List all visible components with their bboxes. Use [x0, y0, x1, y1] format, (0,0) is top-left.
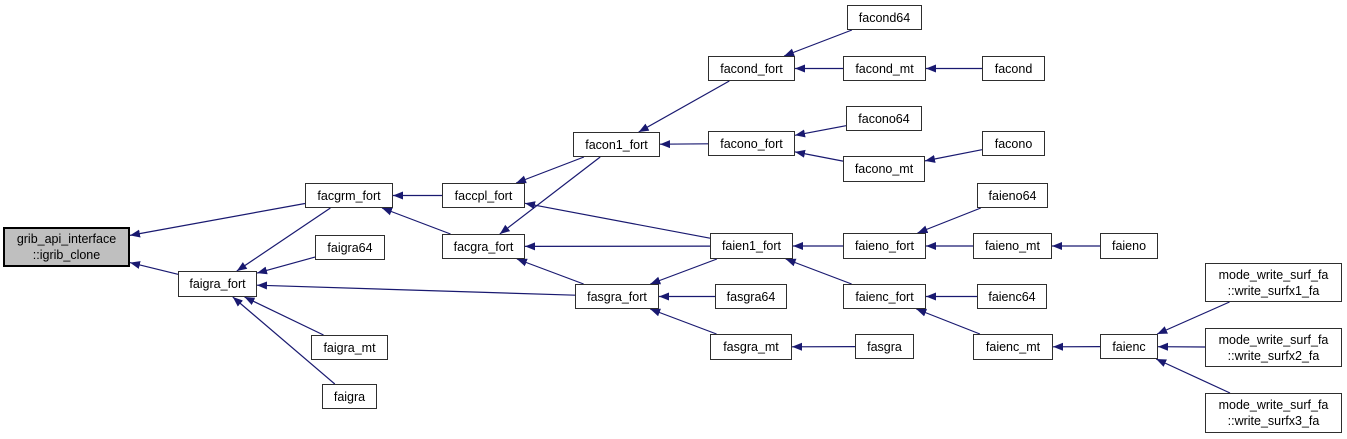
edges-group — [129, 29, 1231, 394]
graph-edge-faienc_fort-to-faien1_fort — [785, 258, 852, 285]
graph-edge-fasgra_mt-to-fasgra_fort — [649, 308, 717, 335]
graph-node-label: fasgra_mt — [723, 340, 779, 354]
graph-node-label: ::write_surfx3_fa — [1227, 414, 1320, 428]
graph-node-label: facond_fort — [720, 61, 783, 76]
graph-node-label: facgrm_fort — [317, 188, 381, 203]
graph-node-facono_fort[interactable]: facono_fort — [708, 131, 795, 156]
graph-node-faigra64[interactable]: faigra64 — [315, 235, 385, 260]
graph-node-label: facgra_fort — [453, 239, 514, 254]
graph-node-label: facond_mt — [855, 61, 914, 76]
graph-node-label: faigra_fort — [189, 277, 246, 291]
graph-node-label: facono_mt — [854, 162, 914, 176]
graph-edge-write_surfx3_fa-to-faienc — [1155, 358, 1231, 394]
graph-node-faieno_mt[interactable]: faieno_mt — [973, 233, 1052, 259]
graph-node-faienc[interactable]: faienc — [1100, 334, 1158, 359]
graph-edge-faigra_mt-to-faigra_fort — [244, 296, 324, 336]
graph-node-label: ::write_surfx2_fa — [1227, 348, 1320, 363]
graph-node-label: faieno64 — [988, 188, 1037, 203]
graph-node-label: mode_write_surf_fa — [1218, 332, 1329, 347]
graph-edge-facon1_fort-to-faccpl_fort — [515, 156, 585, 184]
graph-node-facgra_fort[interactable]: facgra_fort — [442, 234, 525, 259]
graph-node-label: faienc — [1112, 339, 1146, 354]
graph-edge-facond64-to-facond_fort — [783, 29, 853, 57]
graph-edge-write_surfx1_fa-to-faienc — [1156, 301, 1230, 335]
graph-node-faienc_mt[interactable]: faienc_mt — [973, 334, 1053, 360]
graph-node-label: faieno_fort — [854, 239, 915, 253]
graph-node-label: fasgra64 — [726, 289, 776, 304]
graph-node-write_surfx3_fa[interactable]: mode_write_surf_fa::write_surfx3_fa — [1205, 393, 1342, 433]
graph-node-facono64[interactable]: facono64 — [846, 106, 922, 131]
graph-node-facono[interactable]: facono — [982, 131, 1045, 156]
graph-node-facond_fort[interactable]: facond_fort — [708, 56, 795, 81]
graph-edge-faien1_fort-to-fasgra_fort — [650, 258, 718, 285]
graph-node-label: ::write_surfx1_fa — [1227, 283, 1320, 298]
graph-node-fasgra_fort[interactable]: fasgra_fort — [575, 284, 659, 309]
graph-edge-facono-to-facono_mt — [924, 149, 983, 163]
graph-edge-facon1_fort-to-facgra_fort — [499, 156, 601, 235]
graph-node-label: ::igrib_clone — [32, 248, 101, 262]
graph-node-label: grib_api_interface — [16, 232, 117, 246]
graph-node-facono_mt[interactable]: facono_mt — [843, 156, 925, 182]
graph-node-fasgra64[interactable]: fasgra64 — [715, 284, 787, 309]
graph-node-faien1_fort[interactable]: faien1_fort — [710, 233, 793, 259]
graph-node-faieno[interactable]: faieno — [1100, 233, 1158, 259]
graph-node-label: facono — [994, 136, 1033, 151]
graph-node-facon1_fort[interactable]: facon1_fort — [573, 132, 660, 157]
graph-node-fasgra_mt[interactable]: fasgra_mt — [710, 334, 792, 360]
graph-node-write_surfx2_fa[interactable]: mode_write_surf_fa::write_surfx2_fa — [1205, 328, 1342, 367]
graph-node-label: facond64 — [858, 10, 911, 25]
graph-edge-faien1_fort-to-faccpl_fort — [524, 201, 711, 239]
graph-node-facond_mt[interactable]: facond_mt — [843, 56, 926, 81]
graph-node-faccpl_fort[interactable]: faccpl_fort — [442, 183, 525, 208]
graph-node-facond64[interactable]: facond64 — [847, 5, 922, 30]
graph-edge-faigra_fort-to-igrib_clone — [129, 261, 179, 275]
graph-node-label: facono_fort — [720, 136, 783, 151]
graph-node-label: faienc_fort — [855, 289, 914, 304]
graph-edge-facond_fort-to-facon1_fort — [638, 80, 730, 133]
graph-node-label: faienc_mt — [985, 340, 1041, 354]
graph-node-label: mode_write_surf_fa — [1218, 267, 1329, 282]
graph-node-facgrm_fort[interactable]: facgrm_fort — [305, 183, 393, 208]
graph-edge-facgrm_fort-to-igrib_clone — [129, 202, 306, 238]
graph-node-label: faieno_mt — [985, 239, 1040, 253]
graph-node-fasgra[interactable]: fasgra — [855, 334, 914, 359]
graph-edge-faigra64-to-faigra_fort — [256, 256, 316, 275]
graph-node-label: faigra — [333, 389, 366, 404]
graph-node-write_surfx1_fa[interactable]: mode_write_surf_fa::write_surfx1_fa — [1205, 263, 1342, 302]
graph-node-faieno_fort[interactable]: faieno_fort — [843, 233, 926, 259]
graph-node-label: facond — [994, 61, 1033, 76]
graph-node-label: faigra64 — [327, 240, 373, 255]
graph-node-faigra_mt[interactable]: faigra_mt — [311, 335, 388, 360]
graph-node-faigra[interactable]: faigra — [322, 384, 377, 409]
graph-node-label: faienc64 — [988, 289, 1036, 304]
graph-node-faieno64[interactable]: faieno64 — [977, 183, 1048, 208]
graph-node-faigra_fort[interactable]: faigra_fort — [178, 271, 257, 297]
graph-node-faienc64[interactable]: faienc64 — [977, 284, 1047, 309]
graph-edge-facono64-to-facono_fort — [794, 125, 847, 138]
graph-node-label: fasgra — [867, 339, 902, 354]
graph-edge-faienc_mt-to-faienc_fort — [916, 308, 981, 335]
graph-edge-faieno64-to-faieno_fort — [917, 207, 982, 234]
graph-edge-facgrm_fort-to-faigra_fort — [236, 207, 331, 272]
graph-node-label: faigra_mt — [323, 340, 376, 355]
graph-node-facond[interactable]: facond — [982, 56, 1045, 81]
graph-node-label: faien1_fort — [721, 239, 782, 253]
graph-node-faienc_fort[interactable]: faienc_fort — [843, 284, 926, 309]
graph-edge-fasgra_fort-to-facgra_fort — [516, 258, 584, 285]
graph-node-label: faccpl_fort — [454, 188, 513, 203]
graph-node-igrib_clone[interactable]: grib_api_interface::igrib_clone — [3, 227, 130, 267]
graph-edge-facgra_fort-to-facgrm_fort — [381, 207, 451, 235]
graph-edge-faigra-to-faigra_fort — [232, 296, 336, 385]
graph-node-label: facon1_fort — [585, 137, 648, 152]
graph-node-label: mode_write_surf_fa — [1218, 398, 1329, 412]
graph-node-label: faieno — [1111, 239, 1147, 253]
graph-node-label: facono64 — [858, 111, 910, 126]
graph-node-label: fasgra_fort — [587, 289, 647, 304]
graph-edge-fasgra_fort-to-faigra_fort — [256, 281, 576, 296]
graph-edge-facono_mt-to-facono_fort — [794, 149, 844, 162]
